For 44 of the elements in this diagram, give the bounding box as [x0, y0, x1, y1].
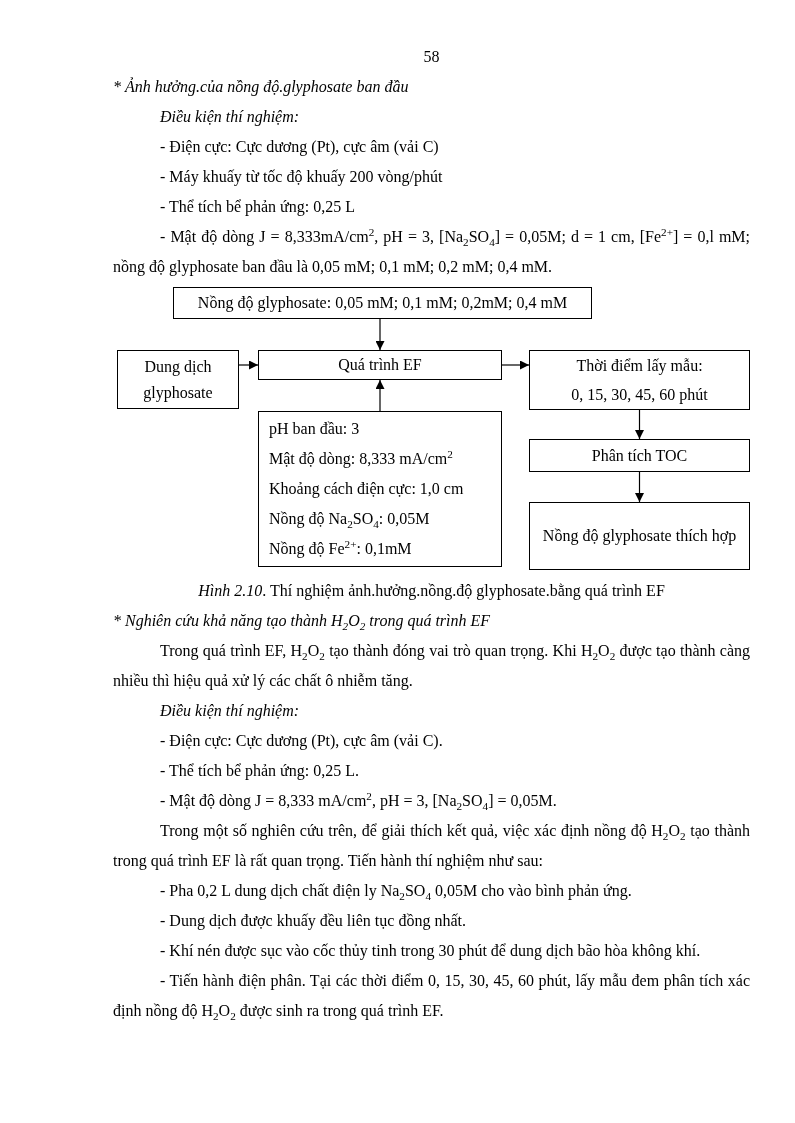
list-item: - Tiến hành điện phân. Tại các thời điểm 0, 15, 30, 45, 60 phút, lấy mẫu đem phân tích xác định nồng độ H$_{2}$O$_{2}$ được sinh ra trong quá trình EF. [113, 972, 750, 1019]
list-item: - Điện cực: Cực dương (Pt), cực âm (vải C) [160, 138, 439, 155]
arrow [238, 360, 259, 370]
process-box [258, 350, 502, 380]
section-heading: * Ảnh hưởng.của nồng độ.glyphosate ban đầu [113, 78, 409, 95]
process-box [529, 502, 750, 570]
box-text: Mật độ dòng: 8,333 mA/cm$^{2}$ [269, 446, 453, 470]
list-item: - Khí nén được sục vào cốc thủy tinh trong 30 phút để dung dịch bão hòa không khí. [160, 942, 701, 959]
box-text: pH ban đầu: 3 [269, 419, 360, 440]
figure-caption: Hình 2.10. Thí nghiệm ảnh.hưởng.nồng.độ glyphosate.bằng quá trình EF [198, 582, 665, 599]
box-text: Khoảng cách điện cực: 1,0 cm [269, 479, 464, 500]
arrow [635, 471, 644, 503]
box-text: Thời điểm lấy mẫu: [576, 356, 703, 377]
paragraph: Trong một số nghiên cứu trên, để giải thích kết quả, việc xác định nồng độ H$_{2}$O$_{2}$ tạo thành trong quá trình EF là rất quan trọng. Tiến hành thí nghiệm như sau: [113, 822, 750, 869]
box-text: Nồng độ glyphosate: 0,05 mM; 0,1 mM; 0,2mM; 0,4 mM [197, 293, 568, 314]
list-item: - Điện cực: Cực dương (Pt), cực âm (vải C). [160, 732, 443, 749]
box-text: Phân tích TOC [591, 445, 688, 466]
process-box [529, 439, 750, 472]
process-box [529, 350, 750, 410]
list-item: - Mật độ dòng J = 8,333mA/cm$^{2}$, pH = 3, [Na$_{2}$SO$_{4}$] = 0,05M; d = 1 cm, [Fe$^{2+}$] = 0,l mM; nồng độ glyphosate ban đầu là 0,05 mM; 0,1 mM; 0,2 mM; 0,4 mM. [113, 228, 751, 275]
process-box [117, 350, 239, 409]
list-item: - Thể tích bể phản ứng: 0,25 L [160, 198, 355, 215]
box-text: Dung dịch glyphosate [142, 356, 214, 404]
box-text: 0, 15, 30, 45, 60 phút [571, 385, 708, 406]
section-heading: * Nghiên cứu khả năng tạo thành H$_{2}$O$_{2}$ trong quá trình EF [113, 612, 491, 629]
box-text: Nồng độ glyphosate thích hợp [542, 526, 737, 547]
box-text: Quá trình EF [338, 355, 422, 375]
list-item: - Máy khuấy từ tốc độ khuấy 200 vòng/phút [160, 168, 443, 185]
process-box [173, 287, 592, 319]
subheading: Điều kiện thí nghiệm: [160, 108, 300, 125]
paragraph: Trong quá trình EF, H$_{2}$O$_{2}$ tạo thành đóng vai trò quan trọng. Khi H$_{2}$O$_{2}$ được tạo thành càng nhiều thì hiệu quả xử lý các chất ô nhiễm tăng. [113, 642, 750, 689]
arrow [375, 379, 385, 412]
list-item: - Dung dịch được khuấy đều liên tục đồng nhất. [160, 912, 466, 929]
arrow [635, 409, 644, 440]
arrow [501, 360, 530, 370]
subheading: Điều kiện thí nghiệm: [160, 702, 300, 719]
list-item: - Mật độ dòng J = 8,333 mA/cm$^{2}$, pH = 3, [Na$_{2}$SO$_{4}$] = 0,05M. [160, 792, 557, 809]
list-item: - Pha 0,2 L dung dịch chất điện ly Na$_{2}$SO$_{4}$ 0,05M cho vào bình phản ứng. [160, 882, 632, 899]
box-text: Nồng độ Fe$^{2+}$: 0,1mM [269, 536, 412, 560]
list-item: - Thể tích bể phản ứng: 0,25 L. [160, 762, 359, 779]
box-text: Nồng độ Na$_{2}$SO$_{4}$: 0,05M [269, 509, 430, 533]
process-box [258, 411, 502, 567]
arrow [375, 318, 385, 351]
page-number: 58 [423, 48, 440, 65]
